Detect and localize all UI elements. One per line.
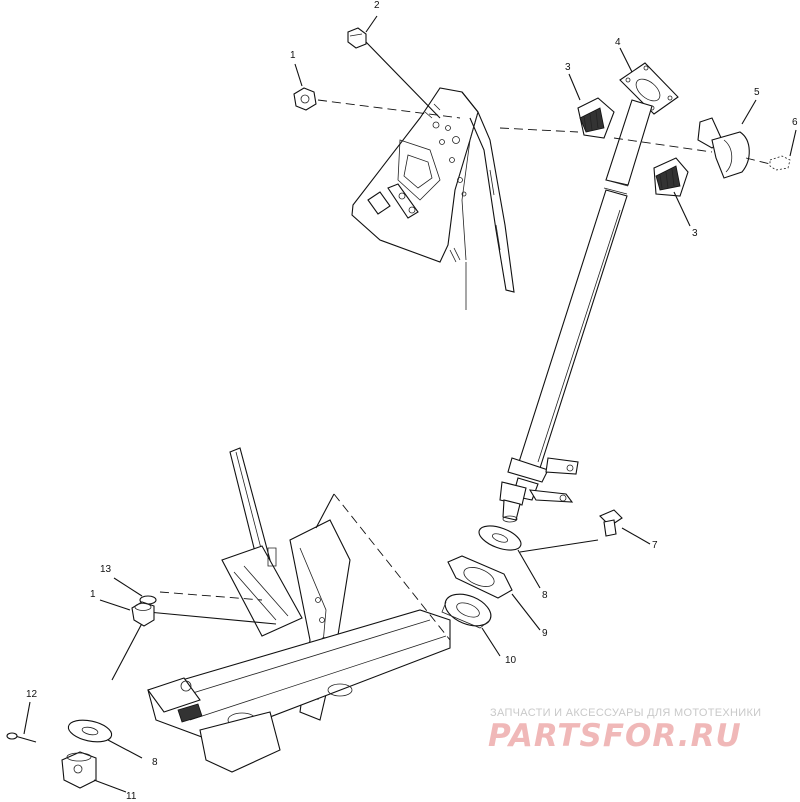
callout-2: 2 — [374, 0, 380, 11]
washer-8-lower — [67, 719, 113, 743]
steering-post — [499, 62, 679, 523]
nut-2 — [347, 27, 367, 49]
callout-6: 6 — [792, 117, 798, 128]
bushing-10 — [441, 593, 492, 629]
castle-nut-11 — [61, 751, 97, 789]
bolt-7 — [599, 509, 623, 537]
bearing-clamp — [697, 117, 750, 179]
upper-frame-bulkhead — [351, 87, 515, 310]
callout-5: 5 — [754, 87, 760, 98]
callout-7: 7 — [652, 540, 658, 551]
callout-1-lower: 1 — [90, 589, 96, 600]
callout-4: 4 — [615, 37, 621, 48]
bearing-half-upper — [577, 97, 615, 139]
callout-11: 11 — [126, 791, 137, 802]
cotter-pin-12 — [6, 732, 37, 743]
callout-3-upper: 3 — [565, 62, 571, 73]
watermark-logo: PARTSFOR.RU — [488, 718, 742, 754]
callout-3-lower: 3 — [692, 228, 698, 239]
callout-12: 12 — [26, 689, 38, 700]
bearing-half-lower — [653, 157, 689, 197]
watermark-tagline: ЗАПЧАСТИ И АКСЕССУАРЫ ДЛЯ МОТОТЕХНИКИ — [490, 707, 762, 719]
callout-13: 13 — [100, 564, 112, 575]
nut-1-lower — [131, 601, 155, 627]
bearing-plate-9 — [447, 555, 513, 599]
callout-1-top: 1 — [290, 50, 296, 61]
callout-9: 9 — [542, 628, 548, 639]
callout-8-lower: 8 — [152, 757, 158, 768]
lower-frame — [147, 447, 451, 773]
callout-10: 10 — [505, 655, 517, 666]
nut-1-top — [293, 87, 317, 111]
washer-8-upper — [478, 525, 522, 551]
callout-8-upper: 8 — [542, 590, 548, 601]
bolt-6 — [769, 155, 791, 171]
